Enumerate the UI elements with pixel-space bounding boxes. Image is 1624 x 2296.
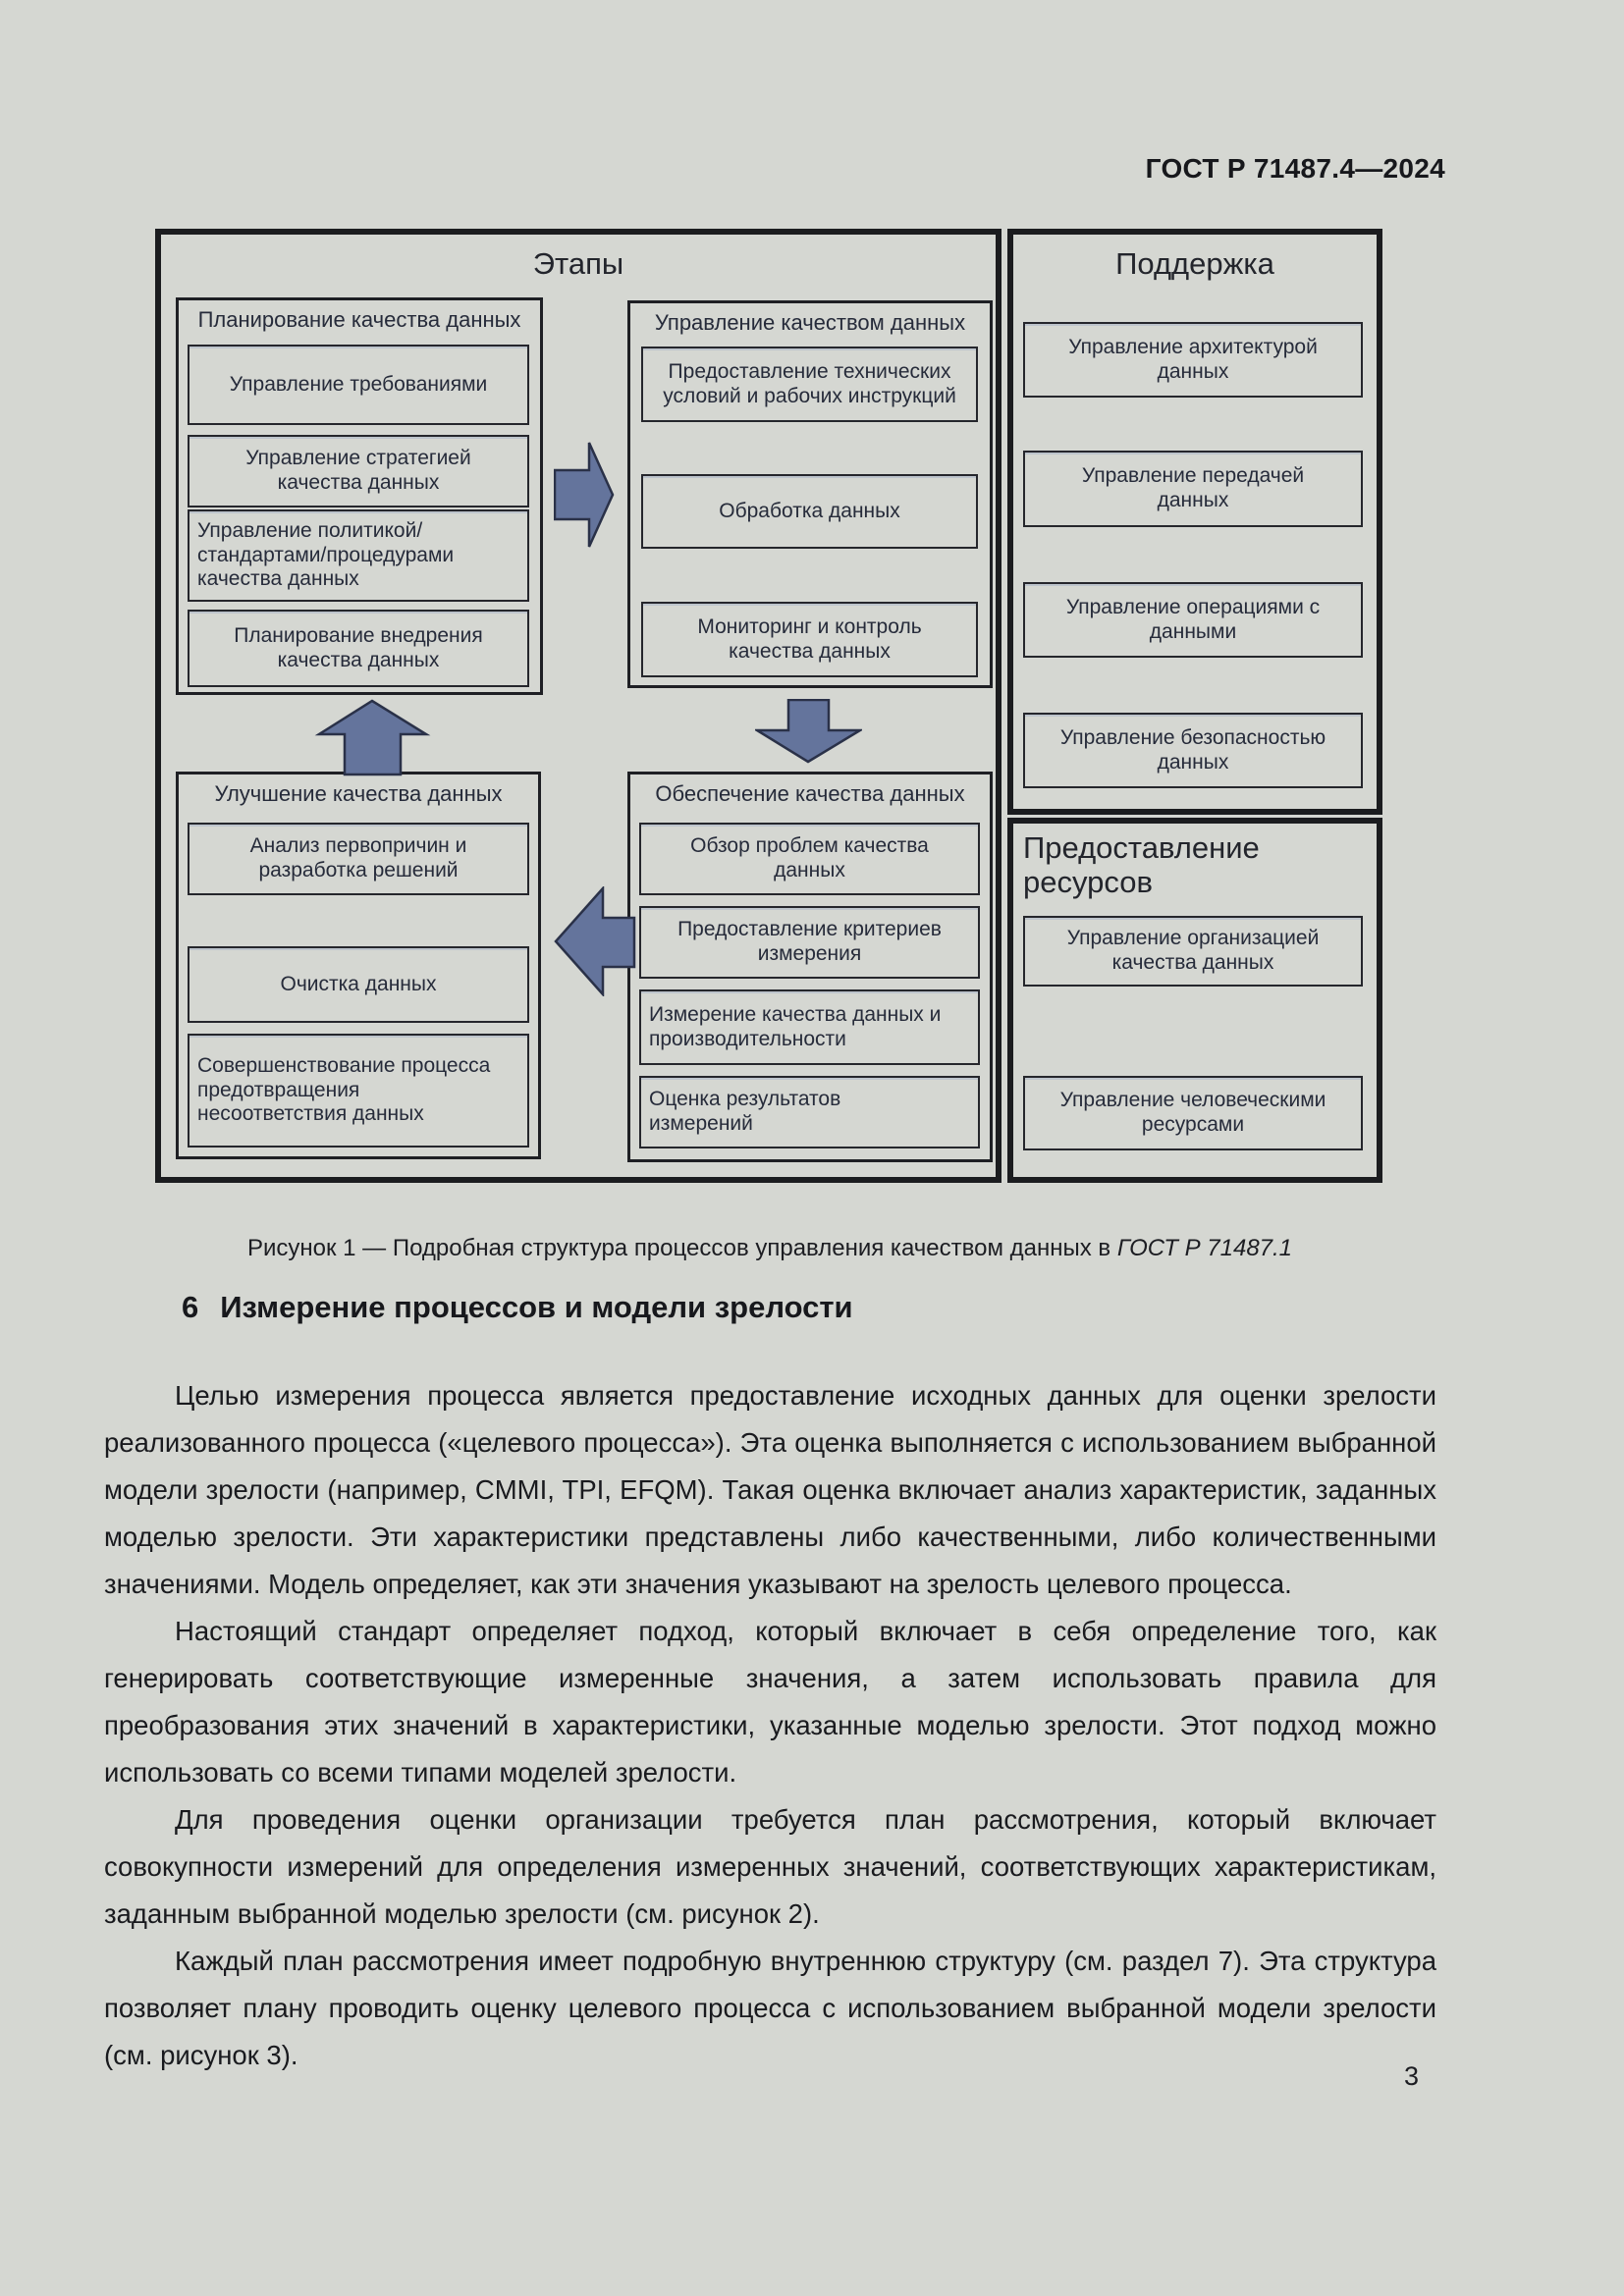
group-title: Планирование качества данных (197, 307, 521, 332)
paragraph: Целью измерения процесса является предос… (104, 1380, 1436, 1599)
process-box: Управление политикой/ стандартами/процед… (188, 509, 529, 602)
flow-arrow-down-icon (755, 699, 862, 764)
process-box: Управление стратегией качества данных (188, 435, 529, 507)
figure-caption-text: Рисунок 1 — Подробная структура процессо… (246, 1235, 1117, 1261)
resources-panel-title: Предоставление ресурсов (1023, 830, 1260, 899)
flow-arrow-left-icon (554, 886, 636, 996)
group-data-quality-management: Управление качеством данных Предоставлен… (627, 300, 993, 688)
group-title: Улучшение качества данных (214, 781, 503, 806)
figure-caption: Рисунок 1 — Подробная структура процессо… (104, 1235, 1435, 1262)
process-box: Управление безопасностью данных (1023, 713, 1363, 788)
paragraph: Каждый план рассмотрения имеет подробную… (104, 1946, 1436, 2070)
support-panel: Поддержка Управление архитектурой данных… (1007, 229, 1382, 815)
process-box: Мониторинг и контроль качества данных (641, 602, 978, 677)
body-text: Целью измерения процесса является предос… (104, 1372, 1436, 2079)
section-number: 6 (182, 1290, 199, 1324)
stages-panel-title: Этапы (532, 246, 624, 281)
paragraph: Настоящий стандарт определяет подход, ко… (104, 1616, 1436, 1788)
stages-panel: Этапы Планирование качества данных Управ… (155, 229, 1001, 1183)
support-panel-title: Поддержка (1115, 246, 1274, 281)
process-box: Управление организацией качества данных (1023, 916, 1363, 987)
figure-1-diagram: Этапы Планирование качества данных Управ… (155, 229, 1382, 1183)
group-data-quality-planning: Планирование качества данных Управление … (176, 297, 543, 695)
process-box: Предоставление технических условий и раб… (641, 347, 978, 422)
process-box: Очистка данных (188, 946, 529, 1023)
process-box: Управление передачей данных (1023, 451, 1363, 527)
resources-panel: Предоставление ресурсов Управление орган… (1007, 818, 1382, 1183)
process-box: Планирование внедрения качества данных (188, 610, 529, 687)
process-box: Управление человеческими ресурсами (1023, 1076, 1363, 1150)
process-box: Совершенствование процесса предотвращени… (188, 1034, 529, 1148)
section-title: Измерение процессов и модели зрелости (220, 1290, 853, 1324)
process-box: Обзор проблем качества данных (639, 823, 980, 895)
process-box: Управление архитектурой данных (1023, 322, 1363, 398)
paragraph: Для проведения оценки организации требуе… (104, 1804, 1436, 1929)
flow-arrow-right-icon (554, 442, 615, 548)
flow-arrow-up-icon (314, 699, 431, 776)
group-title: Обеспечение качества данных (655, 781, 965, 806)
group-data-quality-improvement: Улучшение качества данных Анализ первопр… (176, 772, 541, 1159)
process-box: Измерение качества данных и производител… (639, 989, 980, 1065)
page-number: 3 (1404, 2061, 1420, 2091)
process-box: Оценка результатов измерений (639, 1076, 980, 1148)
group-title: Управление качеством данных (654, 310, 966, 335)
section-heading: 6 Измерение процессов и модели зрелости (182, 1290, 853, 1325)
process-box: Предоставление критериев измерения (639, 906, 980, 979)
process-box: Анализ первопричин и разработка решений (188, 823, 529, 895)
process-box: Управление требованиями (188, 345, 529, 425)
group-data-quality-assurance: Обеспечение качества данных Обзор пробле… (627, 772, 993, 1162)
process-box: Управление операциями с данными (1023, 582, 1363, 658)
process-box: Обработка данных (641, 474, 978, 549)
figure-caption-standard-ref: ГОСТ Р 71487.1 (1116, 1235, 1293, 1261)
document-header: ГОСТ Р 71487.4—2024 (1145, 153, 1445, 184)
